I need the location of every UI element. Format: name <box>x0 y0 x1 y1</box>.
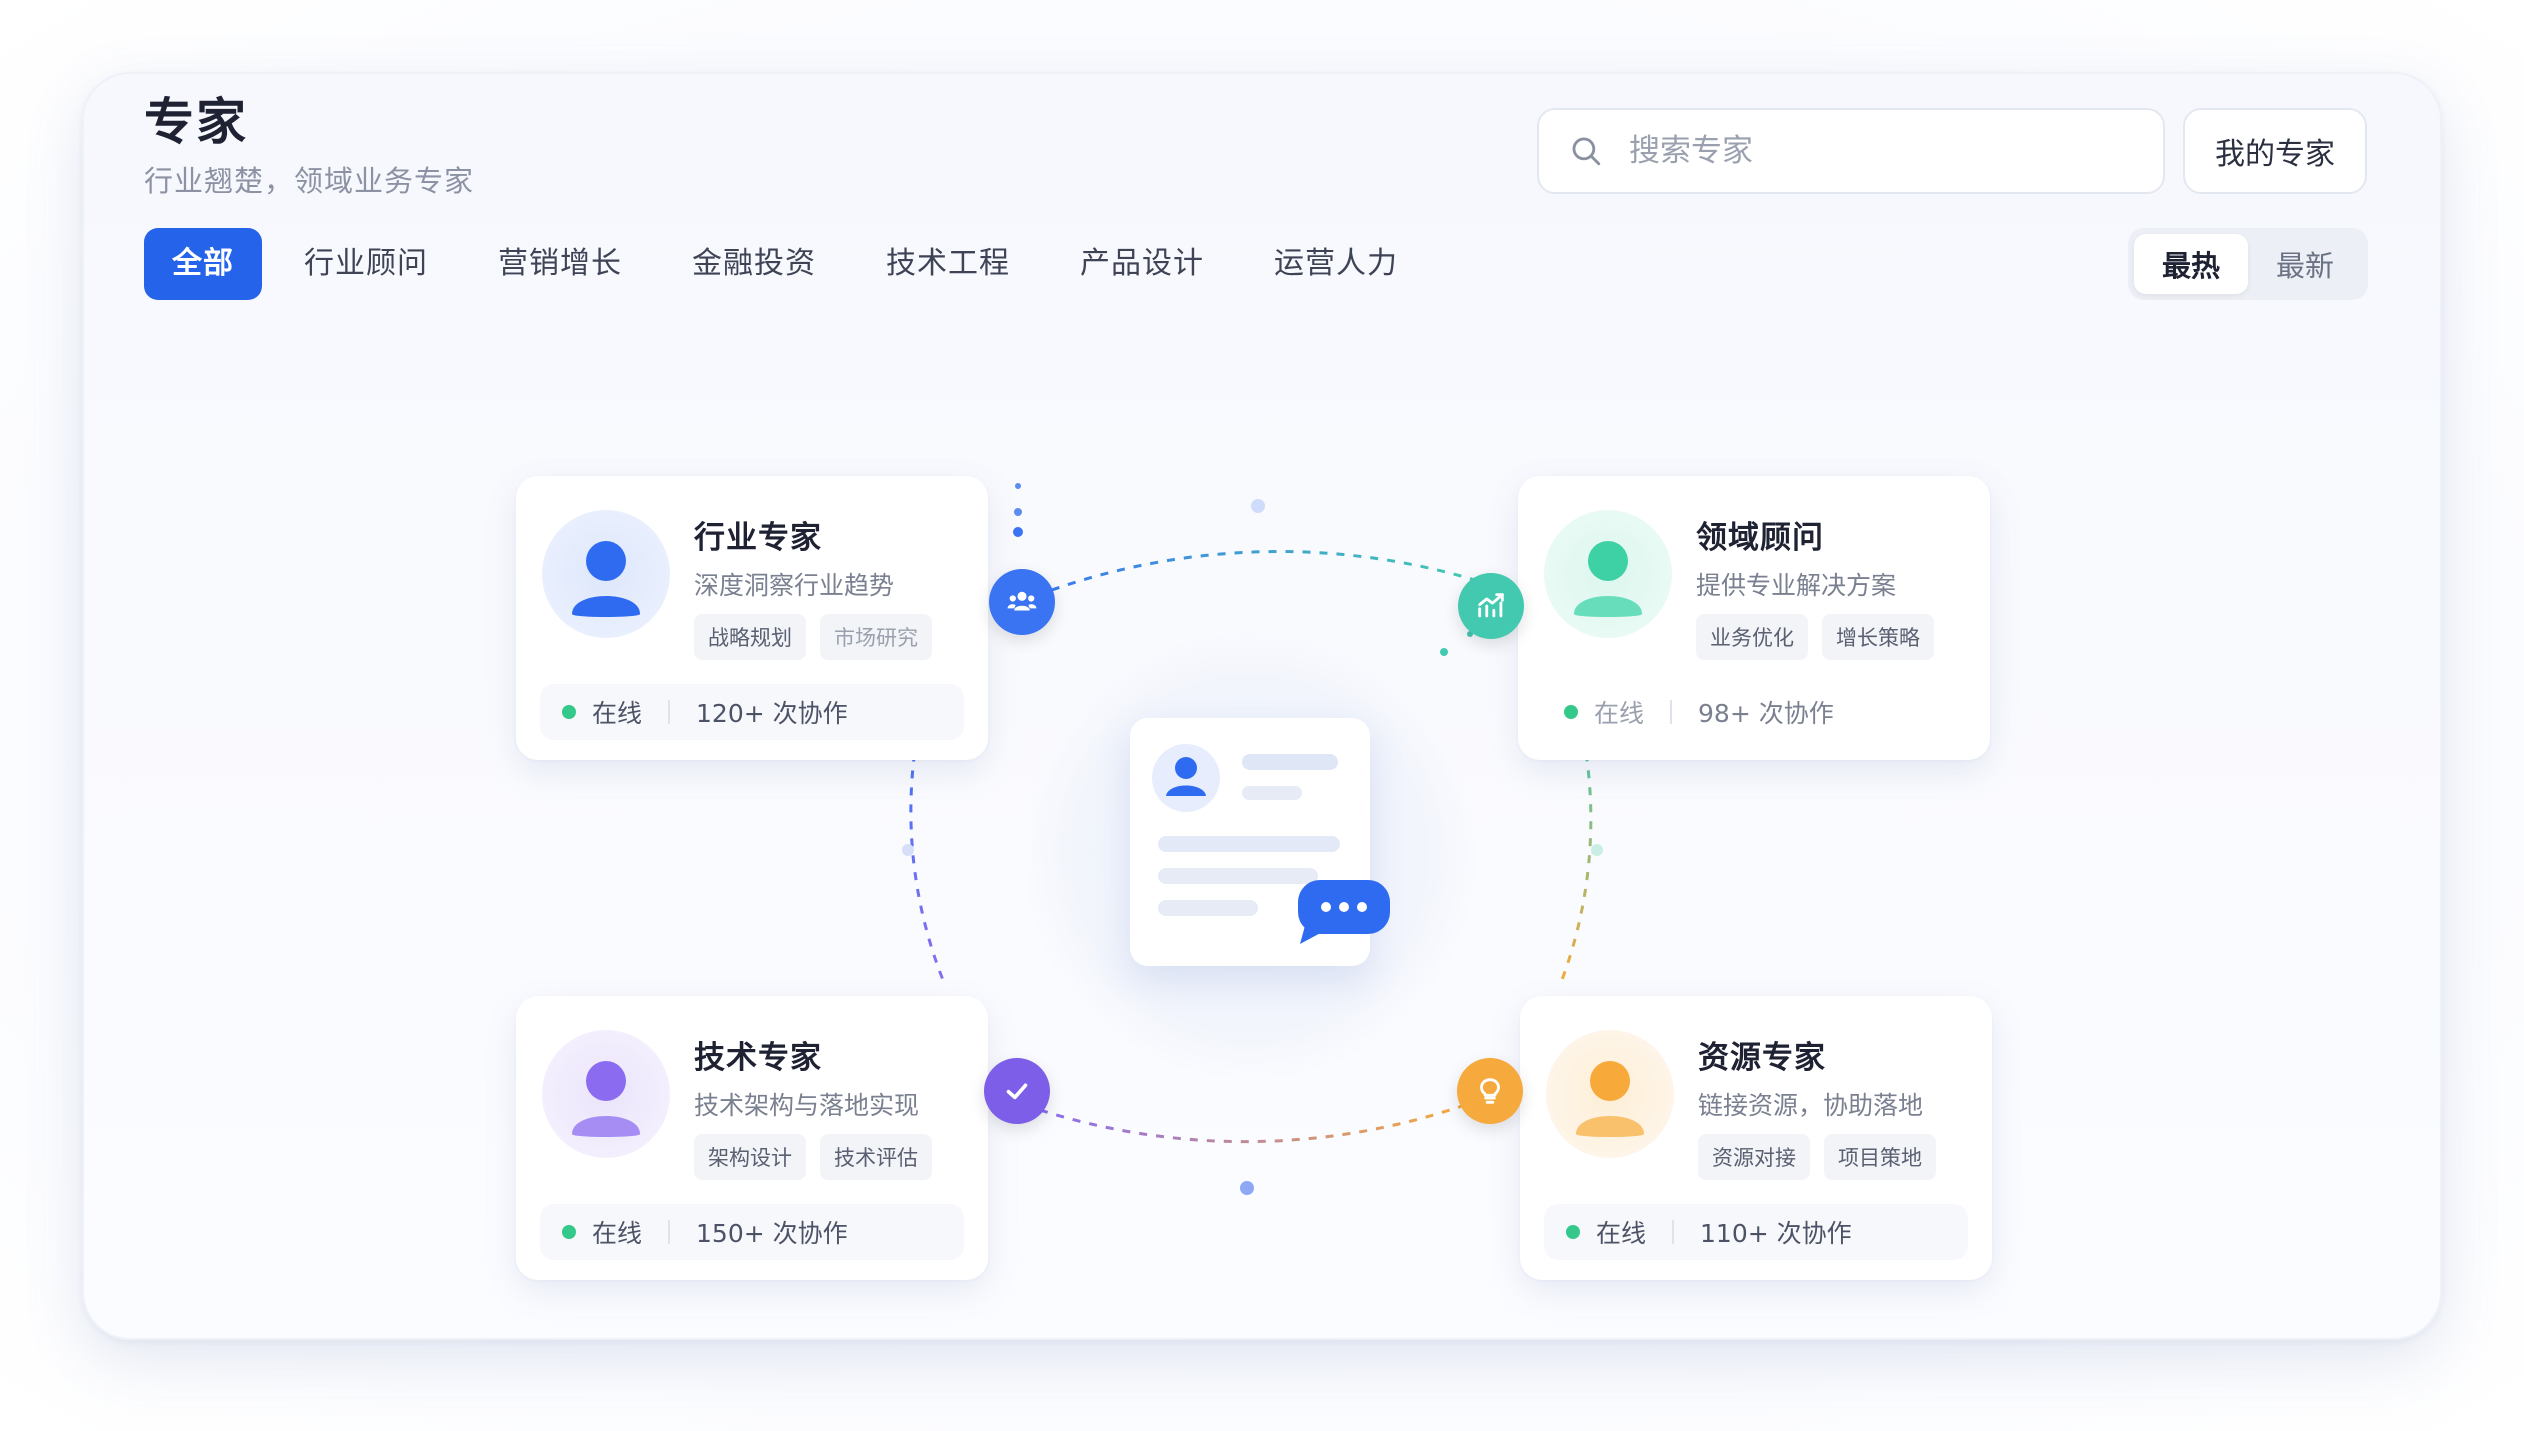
trend-chart-icon <box>1458 573 1524 639</box>
collab-count: 110+ 次协作 <box>1700 1219 1852 1248</box>
sort-toggle: 最热 最新 <box>2128 228 2368 300</box>
lightbulb-icon <box>1457 1058 1523 1124</box>
tab-operations-hr[interactable]: 运营人力 <box>1274 246 1398 281</box>
tag: 资源对接 <box>1698 1134 1810 1180</box>
sort-newest[interactable]: 最新 <box>2275 249 2334 283</box>
card-name: 技术专家 <box>694 1040 822 1076</box>
divider <box>668 1220 671 1244</box>
divider <box>668 700 671 724</box>
card-footer: 在线 150+ 次协作 <box>540 1204 964 1260</box>
tag: 技术评估 <box>820 1134 932 1180</box>
avatar <box>1546 1030 1674 1158</box>
my-experts-button[interactable]: 我的专家 <box>2183 108 2367 194</box>
card-name: 行业专家 <box>694 520 822 556</box>
collab-count: 120+ 次协作 <box>696 699 848 728</box>
avatar <box>1544 510 1672 638</box>
page-title: 专家 <box>144 93 248 151</box>
card-footer: 在线 120+ 次协作 <box>540 684 964 740</box>
online-dot-icon <box>1564 705 1578 719</box>
sort-hottest[interactable]: 最热 <box>2134 234 2248 294</box>
card-desc: 技术架构与落地实现 <box>694 1091 920 1120</box>
tag: 项目策地 <box>1824 1134 1936 1180</box>
team-icon <box>989 569 1055 635</box>
status-label: 在线 <box>1594 699 1645 728</box>
status-label: 在线 <box>592 699 643 728</box>
avatar <box>542 1030 670 1158</box>
online-dot-icon <box>562 705 576 719</box>
category-tabs: 全部 行业顾问 营销增长 金融投资 技术工程 产品设计 运营人力 <box>144 228 1468 300</box>
tab-marketing-growth[interactable]: 营销增长 <box>498 246 622 281</box>
card-desc: 链接资源，协助落地 <box>1698 1091 1924 1120</box>
check-icon <box>984 1058 1050 1124</box>
card-name: 资源专家 <box>1698 1040 1826 1076</box>
divider <box>1672 1220 1675 1244</box>
card-desc: 深度洞察行业趋势 <box>694 571 895 600</box>
tag: 增长策略 <box>1822 614 1934 660</box>
expert-card-tech[interactable]: 技术专家 技术架构与落地实现 架构设计 技术评估 在线 150+ 次协作 <box>516 996 988 1280</box>
expert-card-domain[interactable]: 领域顾问 提供专业解决方案 业务优化 增长策略 在线 98+ 次协作 <box>1518 476 1990 760</box>
tab-finance-investment[interactable]: 金融投资 <box>692 246 816 281</box>
expert-card-resource[interactable]: 资源专家 链接资源，协助落地 资源对接 项目策地 在线 110+ 次协作 <box>1520 996 1992 1280</box>
collab-count: 150+ 次协作 <box>696 1219 848 1248</box>
status-label: 在线 <box>1596 1219 1647 1248</box>
card-footer: 在线 110+ 次协作 <box>1544 1204 1968 1260</box>
tag: 业务优化 <box>1696 614 1808 660</box>
online-dot-icon <box>562 1225 576 1239</box>
tag: 架构设计 <box>694 1134 806 1180</box>
expert-card-industry[interactable]: 行业专家 深度洞察行业趋势 战略规划 市场研究 在线 120+ 次协作 <box>516 476 988 760</box>
tab-industry-consultant[interactable]: 行业顾问 <box>304 246 428 281</box>
chat-bubble-icon <box>1296 878 1392 946</box>
card-desc: 提供专业解决方案 <box>1696 571 1897 600</box>
divider <box>1670 700 1673 724</box>
tab-tech-engineering[interactable]: 技术工程 <box>886 246 1010 281</box>
search-input[interactable] <box>1629 133 2149 169</box>
tag: 战略规划 <box>694 614 806 660</box>
tab-product-design[interactable]: 产品设计 <box>1080 246 1204 281</box>
avatar <box>542 510 670 638</box>
page-subtitle: 行业翘楚，领域业务专家 <box>144 164 475 198</box>
online-dot-icon <box>1566 1225 1580 1239</box>
search-icon <box>1572 137 1601 166</box>
card-footer: 在线 98+ 次协作 <box>1542 684 1966 740</box>
search-box[interactable] <box>1537 108 2165 194</box>
status-label: 在线 <box>592 1219 643 1248</box>
card-name: 领域顾问 <box>1696 520 1824 556</box>
collab-count: 98+ 次协作 <box>1698 699 1834 728</box>
tag: 市场研究 <box>820 614 932 660</box>
tab-all[interactable]: 全部 <box>144 228 262 300</box>
